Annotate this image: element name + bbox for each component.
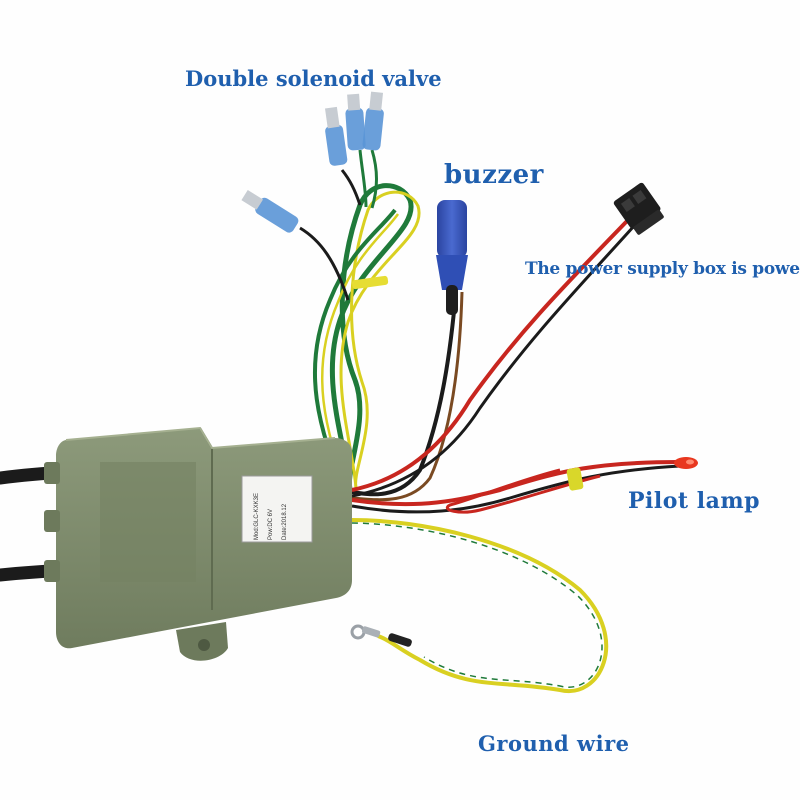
buzzer-icon [436,200,468,315]
double-solenoid-valve-label: Double solenoid valve [185,66,442,91]
power-connector-icon [613,182,664,235]
buzzer-label: buzzer [444,160,544,190]
buzzer-wire [351,289,464,502]
pilot-lamp-wire [351,460,681,514]
pilot-lamp-label: Pilot lamp [628,488,761,514]
ground-wire-label: Ground wire [478,731,630,756]
spec-sticker: Mod:GLC-KXK3E Pow:DC 6V Date:2018.12 [241,475,313,543]
sticker-model: Mod:GLC-KXK3E [254,493,260,540]
spade-terminals [241,91,384,233]
sticker-date: Date:2018.12 [282,503,288,540]
power-supply-wire [351,218,636,498]
pilot-lamp-icon [674,457,698,469]
ring-terminal-icon [350,624,381,640]
controller-housing [44,426,352,661]
ground-wire [351,518,609,694]
power-supply-label: The power supply box is powered on [525,259,800,279]
sticker-power: Pow:DC 6V [268,509,274,540]
